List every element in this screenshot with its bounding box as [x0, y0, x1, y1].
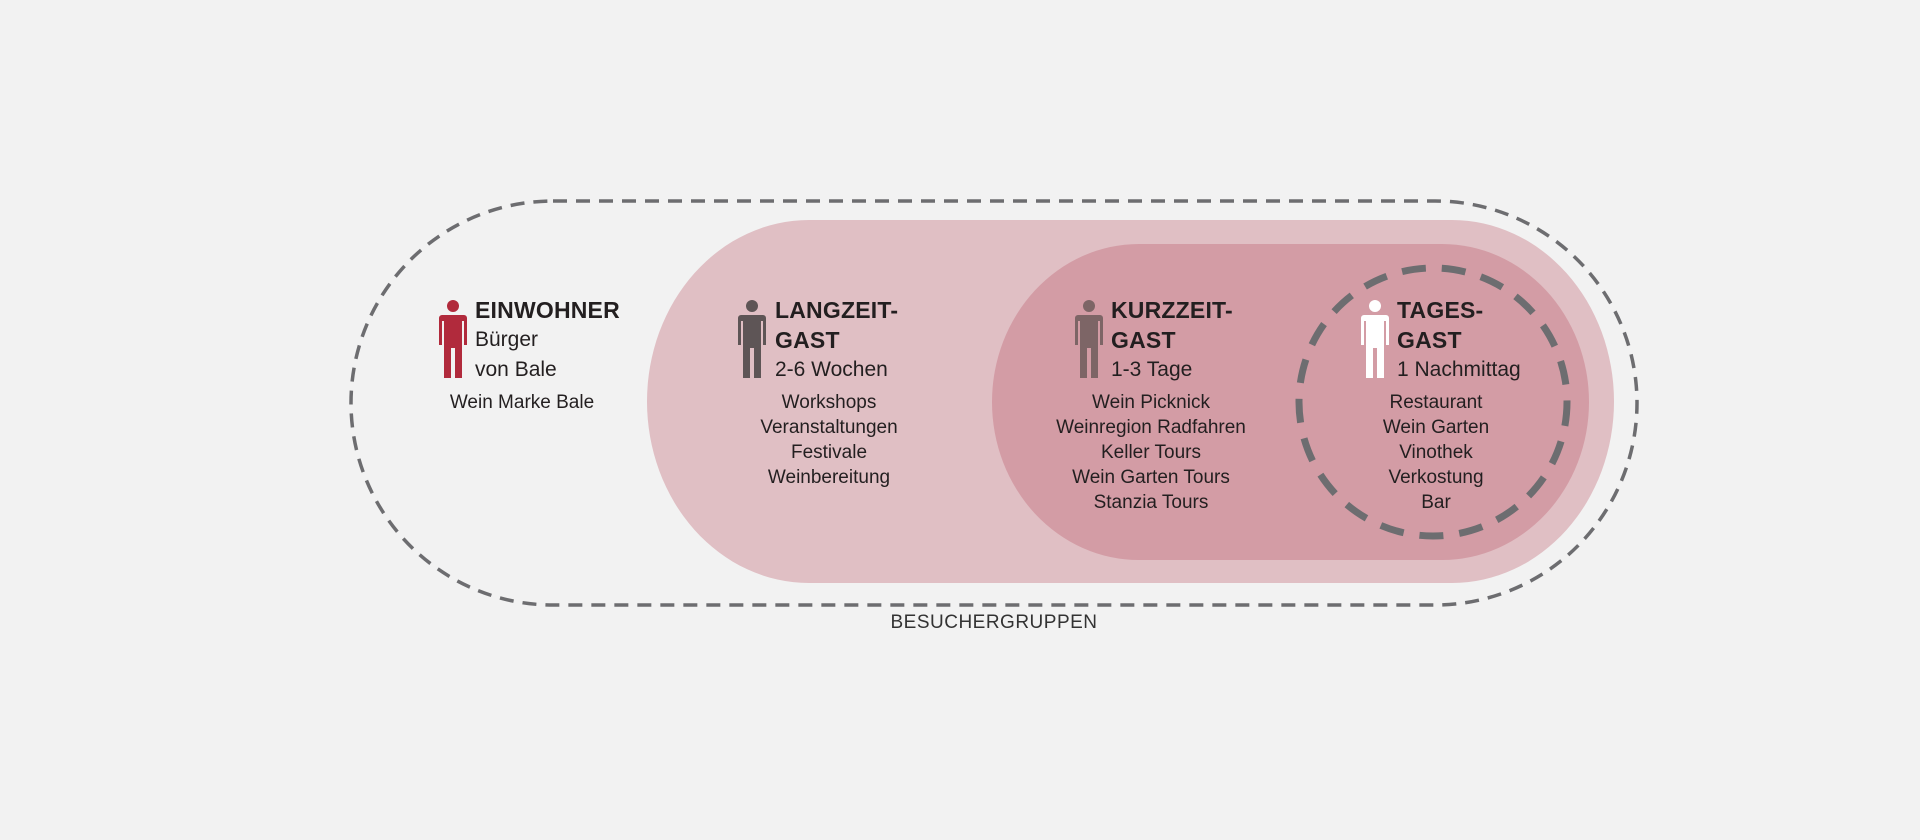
list-item: Keller Tours [1101, 442, 1201, 463]
list-item: Festivale [790, 442, 868, 463]
group-title: TAGES- [1397, 297, 1484, 323]
group-tages: TAGES- GAST 1 Nachmittag [1397, 295, 1521, 385]
group-title: KURZZEIT- [1111, 297, 1233, 323]
list-item: Wein Garten [1382, 417, 1490, 438]
outer-dashed-pill [349, 199, 1639, 607]
group-title: GAST [1397, 327, 1462, 353]
group-title: GAST [775, 327, 840, 353]
group-subtitle: 1 Nachmittag [1397, 358, 1521, 381]
group-langzeit: LANGZEIT- GAST 2-6 Wochen [775, 295, 898, 385]
diagram-caption: BESUCHERGRUPPEN [890, 612, 1098, 633]
group-title: EINWOHNER [475, 297, 620, 323]
list-item: Wein Picknick [1092, 392, 1210, 413]
list-item: Bar [1421, 492, 1451, 513]
group-tages-items: Restaurant Wein Garten Vinothek Verkostu… [1383, 390, 1489, 515]
group-kurzzeit: KURZZEIT- GAST 1-3 Tage [1111, 295, 1233, 385]
group-title: GAST [1111, 327, 1176, 353]
person-icon [738, 300, 766, 378]
list-item: Verkostung [1388, 467, 1484, 488]
list-item: Restaurant [1389, 392, 1483, 413]
group-subtitle: Bürger [475, 328, 539, 351]
person-icon [1075, 300, 1103, 378]
tages-dashed-circle [1295, 264, 1571, 540]
group-subtitle: 2-6 Wochen [775, 358, 888, 381]
list-item: Wein Garten Tours [1072, 467, 1230, 488]
person-icon [1361, 300, 1389, 378]
group-kurzzeit-items: Wein Picknick Weinregion Radfahren Kelle… [1056, 390, 1246, 515]
list-item: Vinothek [1399, 442, 1473, 463]
list-item: Wein Marke Bale [449, 392, 595, 413]
group-subtitle: von Bale [475, 358, 557, 381]
list-item: Workshops [781, 392, 877, 413]
kurzzeit-area [992, 244, 1589, 560]
group-subtitle: 1-3 Tage [1111, 358, 1193, 381]
group-einwohner-items: Wein Marke Bale [450, 390, 594, 415]
list-item: Weinbereitung [767, 467, 891, 488]
person-icon [439, 300, 467, 378]
list-item: Veranstaltungen [760, 417, 898, 438]
group-einwohner: EINWOHNER Bürger von Bale [475, 295, 620, 385]
group-langzeit-items: Workshops Veranstaltungen Festivale Wein… [760, 390, 897, 490]
list-item: Stanzia Tours [1093, 492, 1209, 513]
list-item: Weinregion Radfahren [1056, 417, 1246, 438]
group-title: LANGZEIT- [775, 297, 899, 323]
